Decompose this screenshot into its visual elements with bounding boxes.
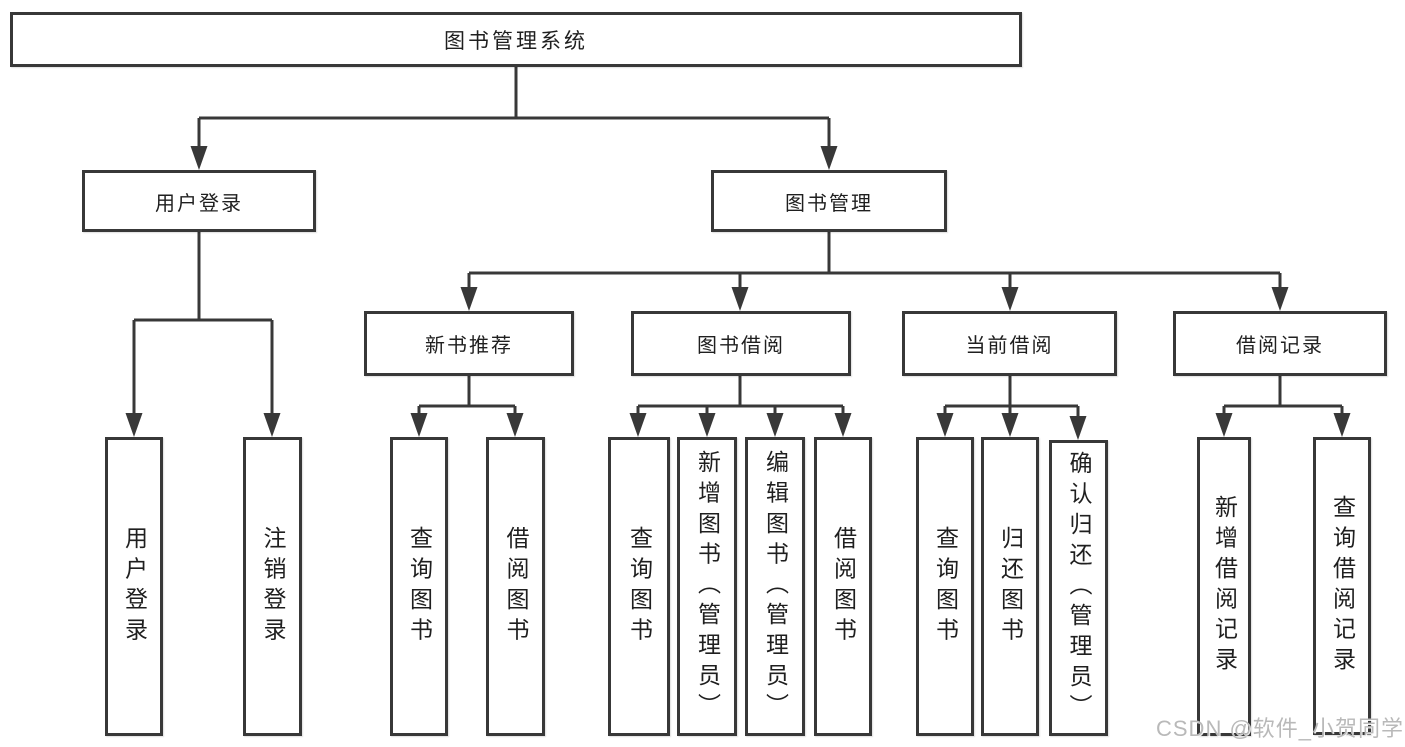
node-borrow-records: 借阅记录	[1173, 311, 1387, 376]
node-leaf-nb-borrow-books: 借阅图书	[486, 437, 545, 736]
arrowhead-icon	[1069, 416, 1087, 440]
arrowhead-icon	[629, 413, 647, 437]
arrowhead-icon	[1271, 287, 1289, 311]
arrowhead-icon	[820, 146, 838, 170]
arrowhead-icon	[263, 413, 281, 437]
node-leaf-cb-query-books: 查询图书	[916, 437, 974, 736]
csdn-watermark: CSDN @软件_小贺同学	[1156, 716, 1405, 741]
node-book-management-branch: 图书管理	[711, 170, 947, 232]
node-library-management-system: 图书管理系统	[10, 12, 1022, 67]
arrowhead-icon	[506, 413, 524, 437]
node-book-borrow: 图书借阅	[631, 311, 851, 376]
node-new-book-recommend: 新书推荐	[364, 311, 574, 376]
arrowhead-icon	[834, 413, 852, 437]
node-leaf-bb-add-books-admin: 新增图书（管理员）	[677, 437, 737, 736]
arrowhead-icon	[766, 413, 784, 437]
arrowhead-icon	[1333, 413, 1351, 437]
arrowhead-icon	[936, 413, 954, 437]
arrowhead-icon	[190, 146, 208, 170]
node-leaf-cb-return-books: 归还图书	[981, 437, 1039, 736]
arrowhead-icon	[125, 413, 143, 437]
node-leaf-br-add-record: 新增借阅记录	[1197, 437, 1251, 736]
connector-stems	[132, 67, 1344, 428]
arrowhead-icon	[1215, 413, 1233, 437]
node-current-borrow: 当前借阅	[902, 311, 1117, 376]
node-leaf-logout: 注销登录	[243, 437, 302, 736]
node-leaf-nb-query-books: 查询图书	[390, 437, 448, 736]
arrowhead-icon	[460, 287, 478, 311]
node-leaf-bb-query-books: 查询图书	[608, 437, 670, 736]
node-leaf-bb-borrow-books: 借阅图书	[814, 437, 872, 736]
arrowhead-icon	[410, 413, 428, 437]
arrowhead-icon	[698, 413, 716, 437]
node-user-login-branch: 用户登录	[82, 170, 316, 232]
arrowheads	[125, 146, 1351, 440]
arrowhead-icon	[1001, 287, 1019, 311]
arrowhead-icon	[1001, 413, 1019, 437]
node-leaf-bb-edit-books-admin: 编辑图书（管理员）	[745, 437, 805, 736]
node-leaf-cb-confirm-return-admin: 确认归还（管理员）	[1049, 440, 1108, 736]
node-leaf-user-login: 用户登录	[105, 437, 163, 736]
arrowhead-icon	[731, 287, 749, 311]
node-leaf-br-query-record: 查询借阅记录	[1313, 437, 1371, 735]
